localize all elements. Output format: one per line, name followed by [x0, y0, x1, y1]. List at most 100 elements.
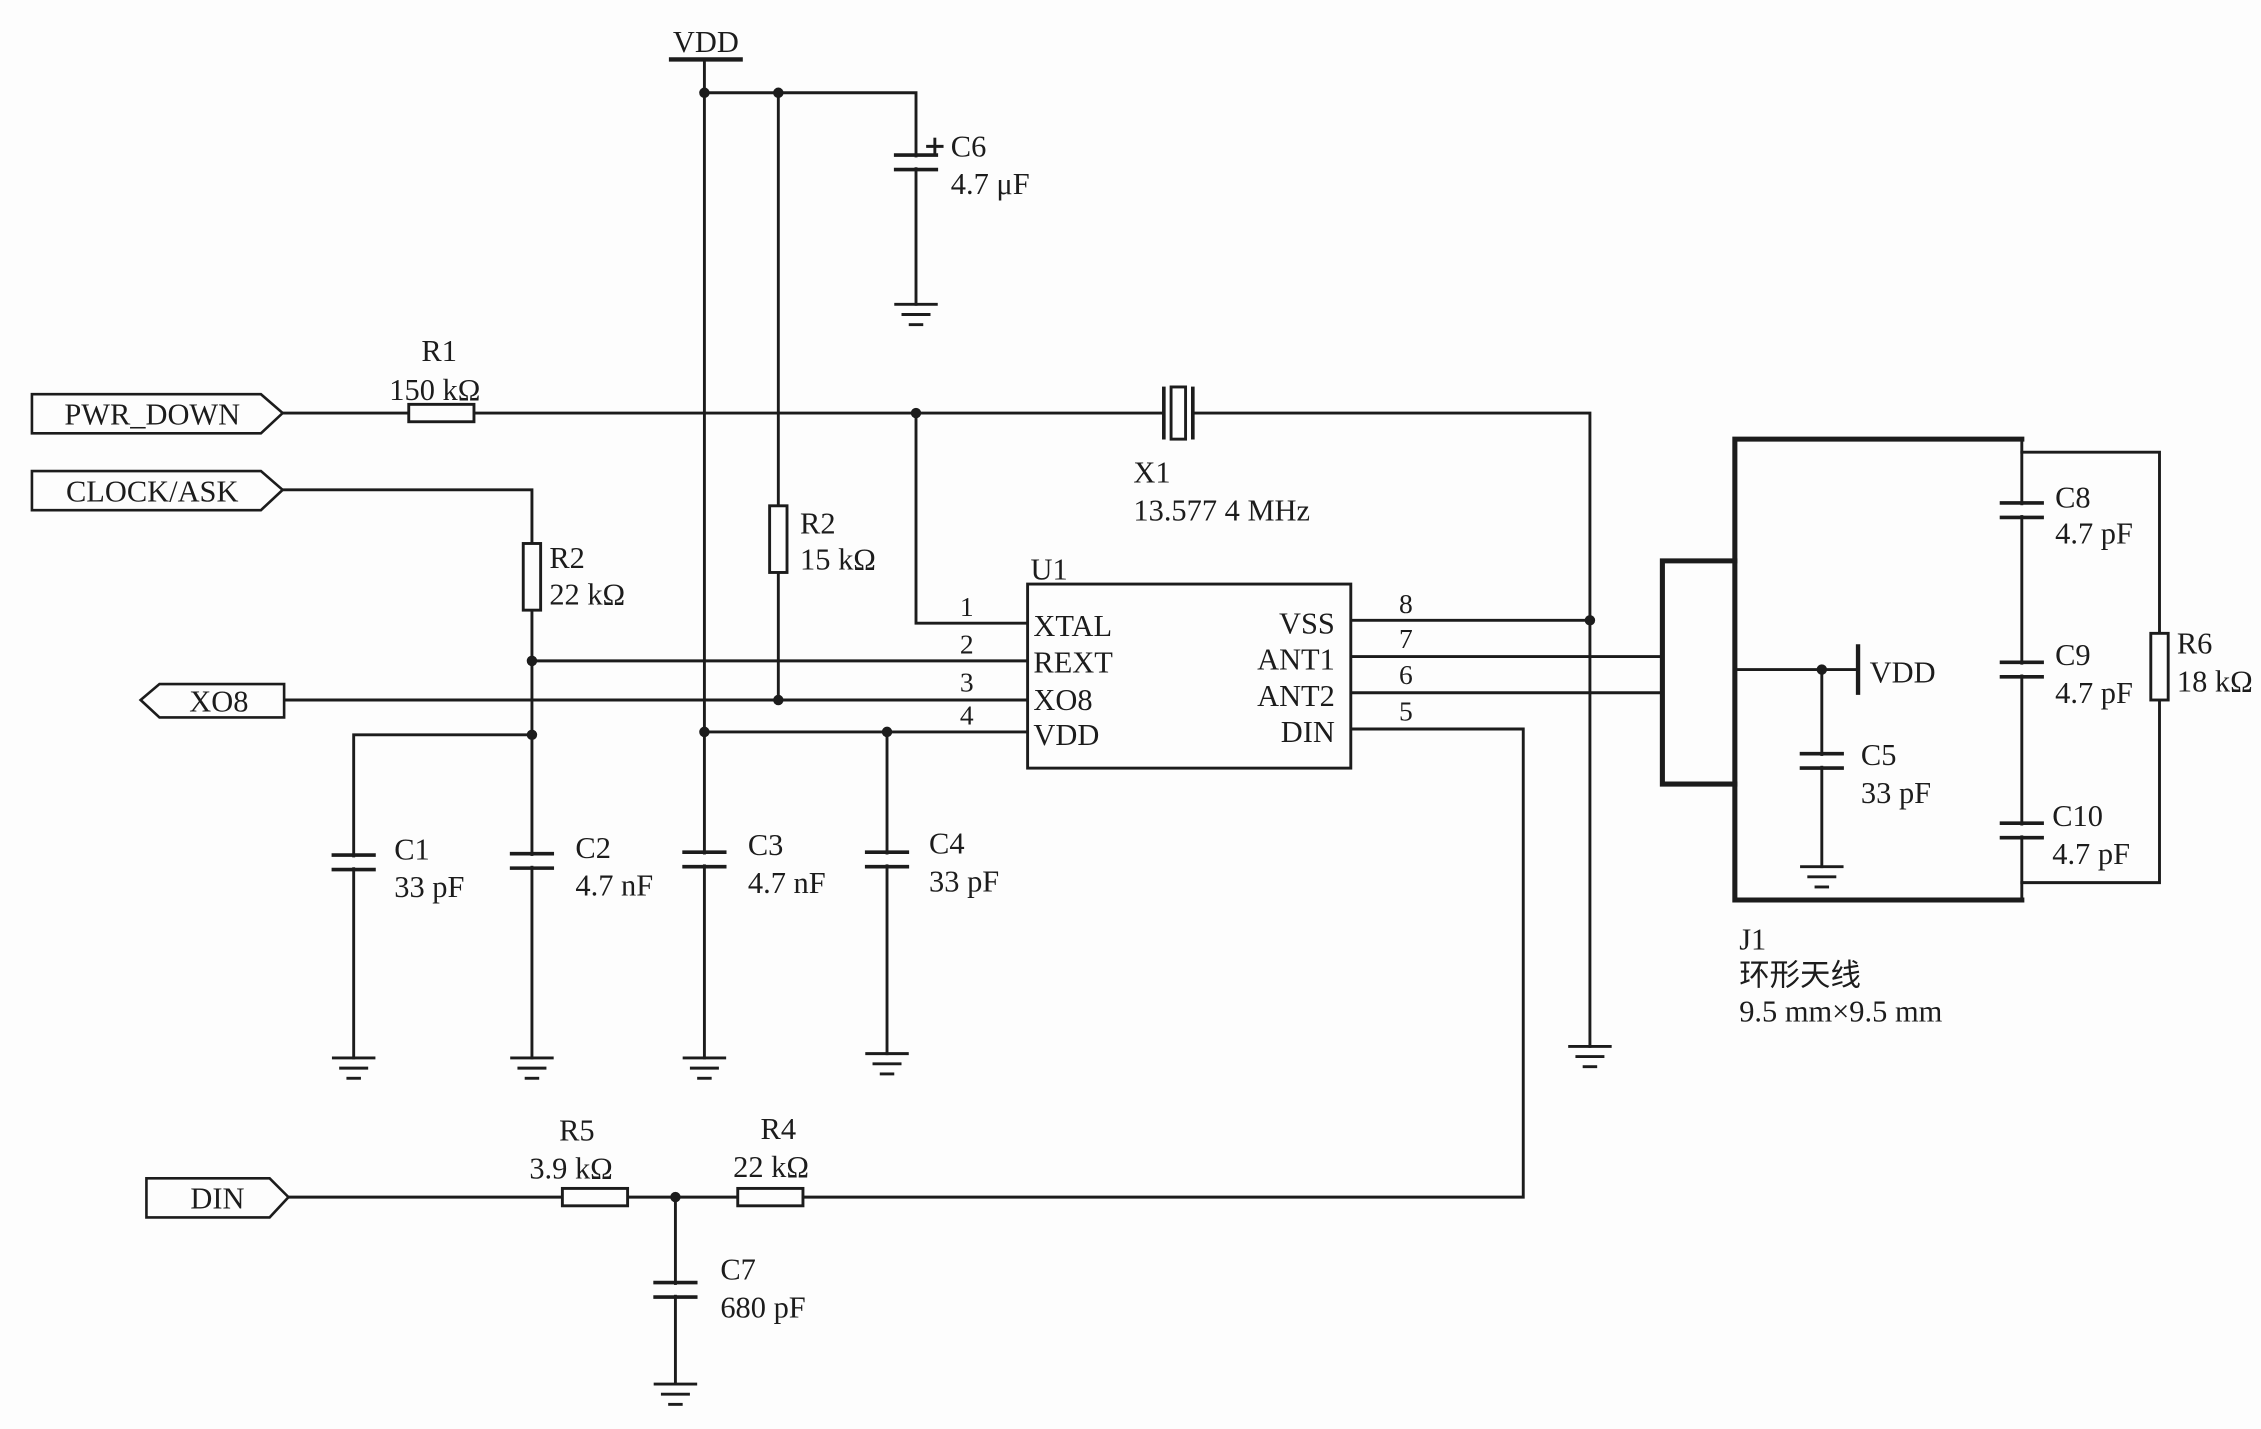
capacitor-c6: C6 4.7 μF [888, 130, 1030, 201]
capacitor-c2: C2 4.7 nF [504, 831, 653, 903]
junction-dot [881, 726, 893, 738]
port-flag-shape [30, 469, 285, 512]
u1-pin-name: XO8 [1033, 683, 1092, 717]
junction-dot [773, 87, 784, 98]
r6-value: 18 kΩ [2177, 664, 2253, 698]
c7-value: 680 pF [720, 1290, 805, 1324]
r6-ref: R6 [2177, 627, 2213, 661]
c3-ref: C3 [748, 828, 784, 862]
port-flag-shape [145, 1176, 291, 1219]
c6-value: 4.7 μF [951, 167, 1030, 201]
port-din-label: DIN [190, 1182, 244, 1216]
u1-pin-name: DIN [1281, 715, 1335, 749]
c6-ref: C6 [951, 130, 987, 164]
u1-pin-number: 1 [960, 591, 974, 622]
resistor-r1: R1 150 kΩ [389, 334, 480, 424]
junction-dot [1816, 664, 1828, 675]
junction-dots [526, 87, 1828, 1203]
wire-din [287, 727, 1525, 1199]
resistor-r2-clock: R2 22 kΩ [521, 541, 625, 612]
port-din: DIN [145, 1176, 291, 1219]
resistor-r6: R6 18 kΩ [2149, 627, 2253, 702]
r4-value: 22 kΩ [733, 1150, 809, 1184]
c8-ref: C8 [2055, 480, 2091, 514]
ground-symbol-c6 [894, 302, 938, 327]
port-pwr-down: PWR_DOWN [30, 392, 285, 435]
c10-ref: C10 [2052, 799, 2103, 833]
u1-pin-name: ANT2 [1257, 679, 1335, 713]
u1-pin-number: 7 [1399, 623, 1413, 654]
ground-symbol-c7 [653, 1382, 698, 1406]
capacitor-c7: C7 680 pF [647, 1253, 806, 1324]
r2-clock-ref: R2 [549, 541, 585, 575]
port-clock-ask-label: CLOCK/ASK [66, 474, 238, 508]
junction-dot [526, 729, 538, 741]
resistor-body [2149, 631, 2170, 702]
u1-pin-number: 3 [960, 666, 974, 697]
r4-ref: R4 [761, 1112, 797, 1146]
ground-symbols [331, 302, 1844, 1406]
junction-dot [773, 694, 784, 706]
u1-pin-number: 6 [1399, 659, 1413, 690]
c9-ref: C9 [2055, 638, 2091, 672]
ground-symbol-vss [1568, 1044, 1612, 1069]
c3-value: 4.7 nF [748, 866, 826, 900]
j1-vdd-label: VDD [1870, 656, 1936, 690]
loop-antenna-j1: VDD C5 33 pF C8 4.7 pF C9 4.7 pF C10 4.7… [1659, 436, 2133, 1029]
resistor-body [736, 1186, 805, 1208]
u1-pin-number: 5 [1399, 695, 1413, 726]
antenna-loop-frame [1732, 436, 2025, 903]
junction-dot [699, 726, 710, 738]
u1-ref: U1 [1030, 553, 1067, 587]
junction-dot [526, 655, 538, 667]
resistor-r4: R4 22 kΩ [733, 1112, 809, 1208]
c1-value: 33 pF [394, 870, 464, 904]
c2-ref: C2 [575, 831, 611, 865]
port-flag-shape [30, 392, 285, 435]
x1-ref: X1 [1133, 456, 1170, 490]
c9-value: 4.7 pF [2055, 676, 2133, 710]
r2-vdd-ref: R2 [800, 506, 836, 540]
capacitor-c4: C4 33 pF [859, 827, 999, 898]
c4-value: 33 pF [929, 864, 999, 898]
u1-pin-number: 8 [1399, 588, 1413, 619]
junction-dot [670, 1191, 681, 1203]
wires [281, 57, 2161, 1386]
port-flag-shape [138, 682, 286, 719]
ground-symbol-c3 [682, 1056, 727, 1080]
resistor-body [560, 1186, 630, 1208]
ground-symbol-c4 [865, 1052, 909, 1076]
r1-value: 150 kΩ [389, 373, 480, 407]
c8-value: 4.7 pF [2055, 516, 2133, 550]
junction-dot [699, 87, 710, 98]
j1-ref: J1 [1739, 922, 1766, 956]
c7-ref: C7 [720, 1253, 756, 1287]
wire-crystal-vss [1191, 411, 1592, 1048]
resistor-body [407, 402, 476, 424]
c1-ref: C1 [394, 832, 430, 866]
ground-symbol-c1 [331, 1056, 376, 1080]
wire-xtal-pin [914, 411, 1030, 625]
crystal-body [1169, 385, 1188, 441]
antenna-feed-bracket [1659, 558, 1738, 787]
vdd-supply: VDD [668, 25, 743, 62]
r1-ref: R1 [421, 334, 457, 368]
r5-value: 3.9 kΩ [529, 1151, 612, 1185]
port-xo8: XO8 [138, 682, 286, 719]
wire-clock-ask [281, 488, 534, 1060]
ic-body [1026, 582, 1353, 770]
vdd-label: VDD [673, 25, 739, 59]
ground-symbol-c2 [510, 1056, 554, 1080]
c5-ref: C5 [1861, 738, 1897, 772]
ground-symbol-c5 [1800, 865, 1844, 889]
junction-dot [910, 407, 922, 419]
j1-description: 环形天线 [1739, 959, 1861, 993]
u1-pin-name: XTAL [1033, 609, 1112, 643]
r5-ref: R5 [559, 1114, 595, 1148]
resistor-r5: R5 3.9 kΩ [529, 1114, 630, 1208]
resistor-r2-vdd: R2 15 kΩ [768, 504, 876, 577]
j1-size: 9.5 mm×9.5 mm [1739, 995, 1942, 1029]
c4-ref: C4 [929, 827, 965, 861]
capacitor-c3: C3 4.7 nF [676, 828, 826, 900]
